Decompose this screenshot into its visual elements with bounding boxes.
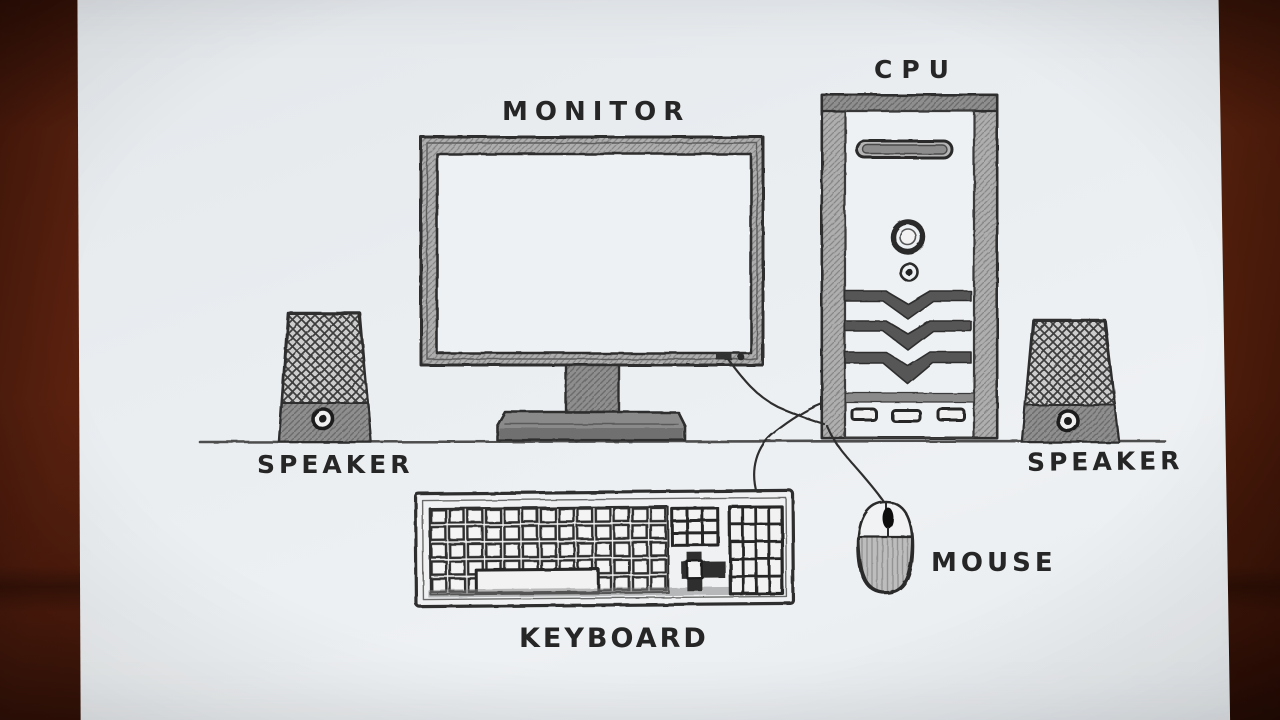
monitor-label: MONITOR	[502, 97, 691, 127]
keyboard-drawing	[413, 488, 796, 609]
cpu-drawing	[820, 93, 999, 440]
speaker-right-drawing	[1020, 318, 1121, 444]
cpu-label: CPU	[874, 55, 958, 84]
cpu-vent-3	[844, 351, 972, 385]
mouse-cable	[825, 424, 886, 504]
keyboard-label: KEYBOARD	[519, 623, 709, 654]
keyboard-cable	[753, 402, 823, 496]
monitor-stand-neck	[564, 363, 621, 414]
keyboard-function-grid	[670, 506, 720, 547]
mouse-label: MOUSE	[931, 548, 1057, 578]
mouse-scroll-wheel	[882, 507, 894, 529]
speaker-left-grille	[281, 313, 369, 404]
cpu-vent-2	[844, 320, 972, 351]
speaker-right-grille	[1024, 320, 1116, 406]
monitor-cable	[726, 357, 826, 426]
monitor-power-button	[716, 353, 732, 360]
cpu-vent-1	[844, 290, 972, 320]
speaker-left-label: SPEAKER	[257, 450, 414, 479]
cpu-power-button	[890, 219, 926, 255]
cpu-port-3	[936, 407, 966, 422]
keyboard-arrow-cluster	[681, 552, 726, 592]
cpu-reset-button	[899, 262, 919, 282]
speaker-right-label: SPEAKER	[1026, 446, 1184, 477]
mouse-lower-body	[858, 536, 913, 593]
cpu-port-1	[850, 407, 878, 422]
keyboard-numpad	[728, 504, 785, 596]
mouse-drawing	[856, 500, 915, 595]
speaker-left-drawing	[277, 311, 373, 444]
cables	[726, 357, 886, 504]
monitor-drawing	[419, 135, 765, 442]
cpu-port-2	[890, 408, 922, 423]
